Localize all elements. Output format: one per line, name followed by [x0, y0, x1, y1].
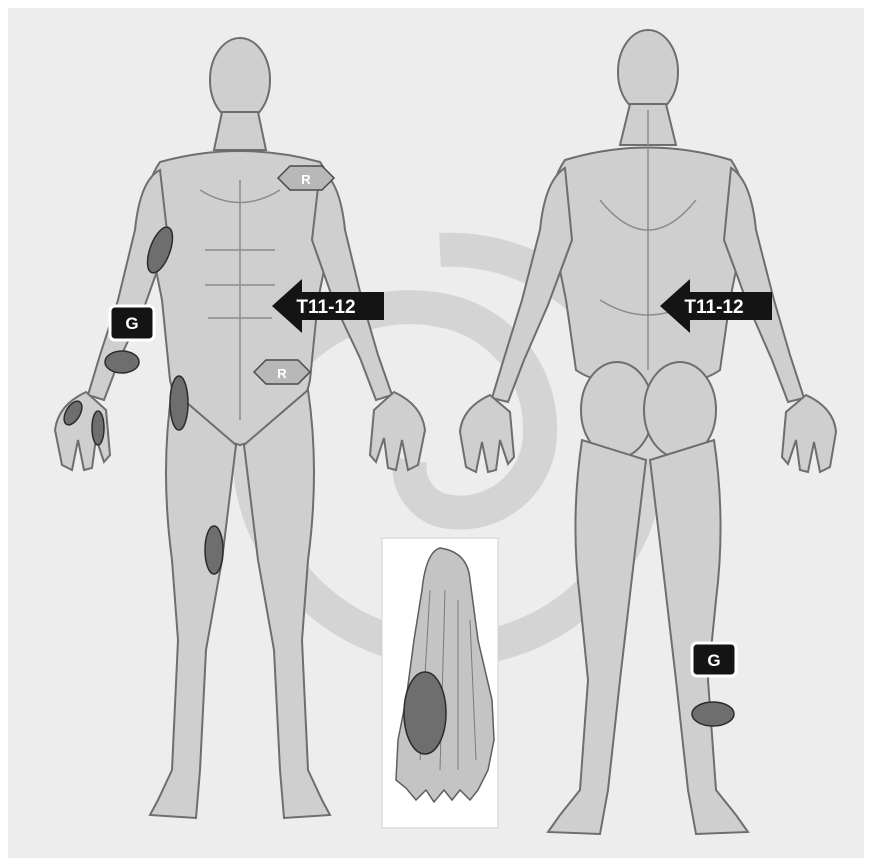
r-label-chest: R [278, 166, 334, 190]
r-chest-text: R [301, 172, 311, 187]
g-back-text: G [707, 651, 720, 670]
front-head [210, 38, 270, 122]
g-front-text: G [125, 314, 138, 333]
marker-front-wrist [105, 351, 139, 373]
r-label-hip: R [254, 360, 310, 384]
marker-front-knee [205, 526, 223, 574]
r-hip-text: R [277, 366, 287, 381]
marker-back-calf [692, 702, 734, 726]
marker-front-thigh [170, 376, 188, 430]
arrow-back-text: T11-12 [684, 297, 743, 318]
g-label-front: G [110, 306, 154, 340]
g-label-back: G [692, 643, 736, 676]
marker-front-hand [92, 411, 104, 445]
front-neck [214, 112, 266, 150]
arrow-front-text: T11-12 [296, 297, 355, 318]
back-head [618, 30, 678, 114]
marker-foot [404, 672, 446, 754]
